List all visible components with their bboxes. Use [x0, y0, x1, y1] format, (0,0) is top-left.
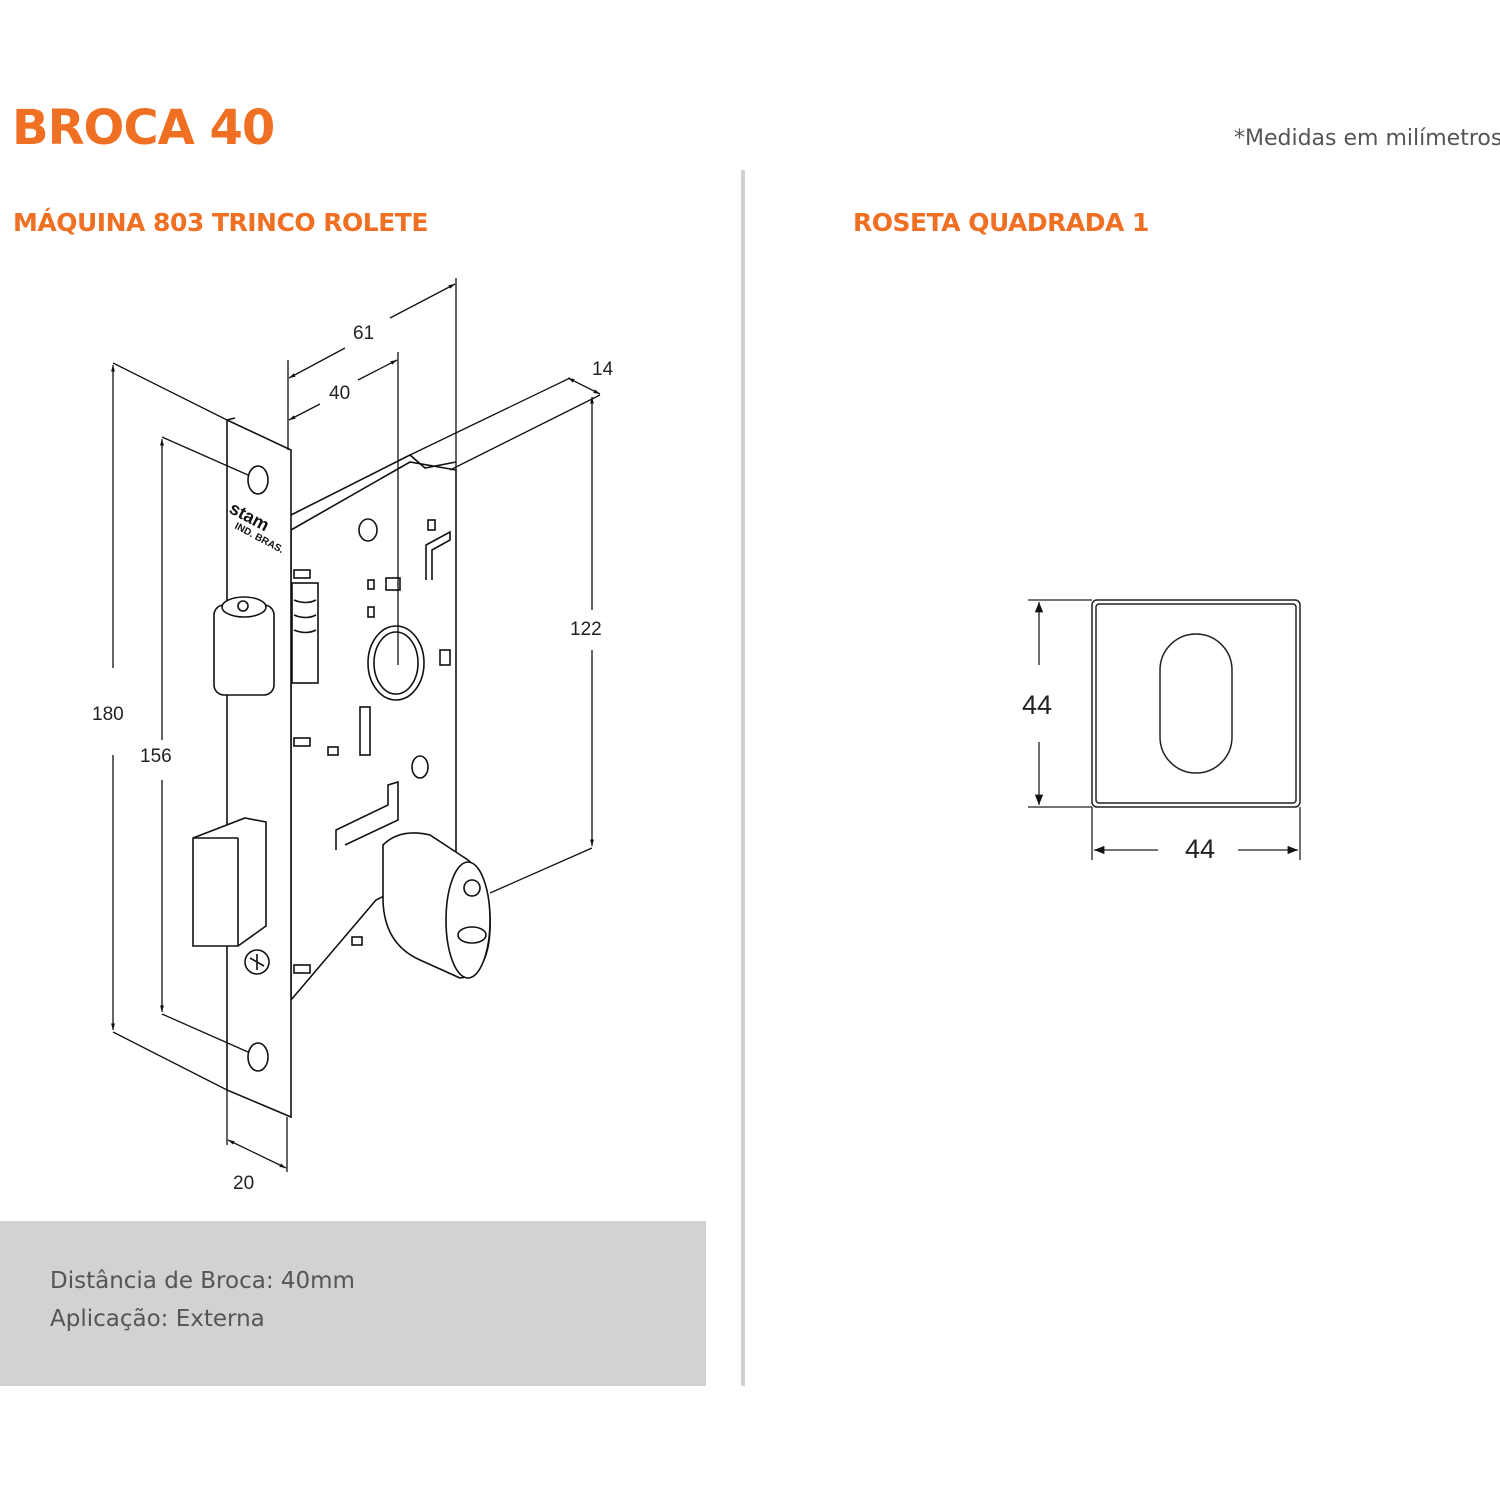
dim-156: 156 [140, 746, 172, 767]
square-rosette-drawing [1091, 599, 1301, 808]
screw-hole-bottom [247, 1042, 269, 1072]
deadbolt [192, 817, 267, 947]
dim-14: 14 [592, 359, 614, 380]
info-box [0, 1221, 706, 1386]
panel-divider [741, 170, 745, 1386]
lock-dimensions [111, 278, 601, 1172]
dim-40: 40 [329, 383, 350, 404]
units-note: *Medidas em milímetros [1234, 126, 1500, 151]
rosette-dimensions [1028, 599, 1301, 860]
keyhole-slot [1159, 633, 1233, 774]
rosette-dim-height: 44 [1022, 690, 1052, 720]
dim-20: 20 [233, 1173, 254, 1194]
mortise-lock-drawing: stam IND. BRAS. [192, 417, 491, 1119]
screw-hole-top [247, 465, 269, 495]
page-title: BROCA 40 [12, 100, 275, 156]
rosette-dim-width: 44 [1185, 834, 1215, 864]
roller-latch [213, 604, 275, 696]
dim-122: 122 [570, 619, 602, 640]
rosette-title: ROSETA QUADRADA 1 [853, 208, 1149, 237]
dim-180: 180 [92, 704, 124, 725]
info-distance: Distância de Broca: 40mm [50, 1268, 355, 1294]
info-application: Aplicação: Externa [50, 1306, 265, 1332]
lock-title: MÁQUINA 803 TRINCO ROLETE [13, 208, 428, 237]
dim-61: 61 [353, 323, 374, 344]
